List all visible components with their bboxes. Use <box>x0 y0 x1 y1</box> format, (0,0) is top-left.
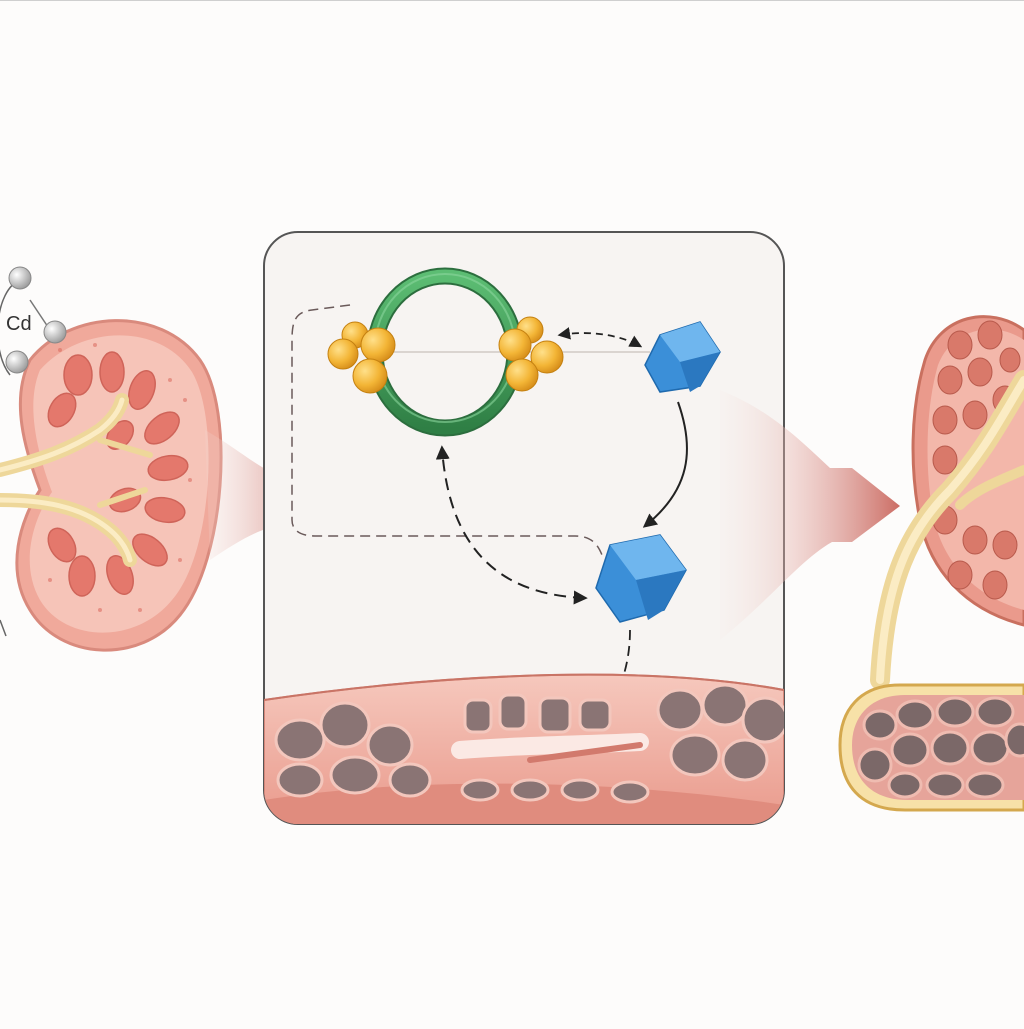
lumen-channel <box>451 733 649 759</box>
blue-cube-transporter-icon <box>595 534 687 623</box>
cadmium-atom-icon <box>5 350 29 374</box>
left-ureter-nerve <box>0 393 153 567</box>
return-arrow-to-ring <box>435 445 588 605</box>
left-kidney-lobes <box>47 351 189 597</box>
flow-arrow-right <box>720 390 900 640</box>
cadmium-atom-icon <box>43 320 67 344</box>
right-tubule-cross-section <box>838 683 1024 812</box>
left-kidney-speckles <box>48 343 192 612</box>
metal-cluster-right <box>498 316 564 392</box>
right-kidney-damaged <box>838 315 1024 812</box>
exchange-arrow-cluster-cube <box>557 327 643 348</box>
right-ureter-nerve <box>870 370 1024 690</box>
metal-cluster-left <box>327 321 396 394</box>
left-kidney <box>0 319 223 652</box>
blue-cube-transporter-icon <box>644 321 721 393</box>
top-border-line <box>0 0 1024 1</box>
cadmium-molecule: Cd <box>0 266 67 637</box>
cadmium-atom-icon <box>8 266 32 290</box>
mechanism-panel <box>263 231 785 825</box>
cadmium-label: Cd <box>6 313 32 335</box>
cube-transition-arrow <box>642 401 688 528</box>
dashed-boundary-path <box>291 304 603 556</box>
tubule-tissue-section <box>264 673 784 824</box>
